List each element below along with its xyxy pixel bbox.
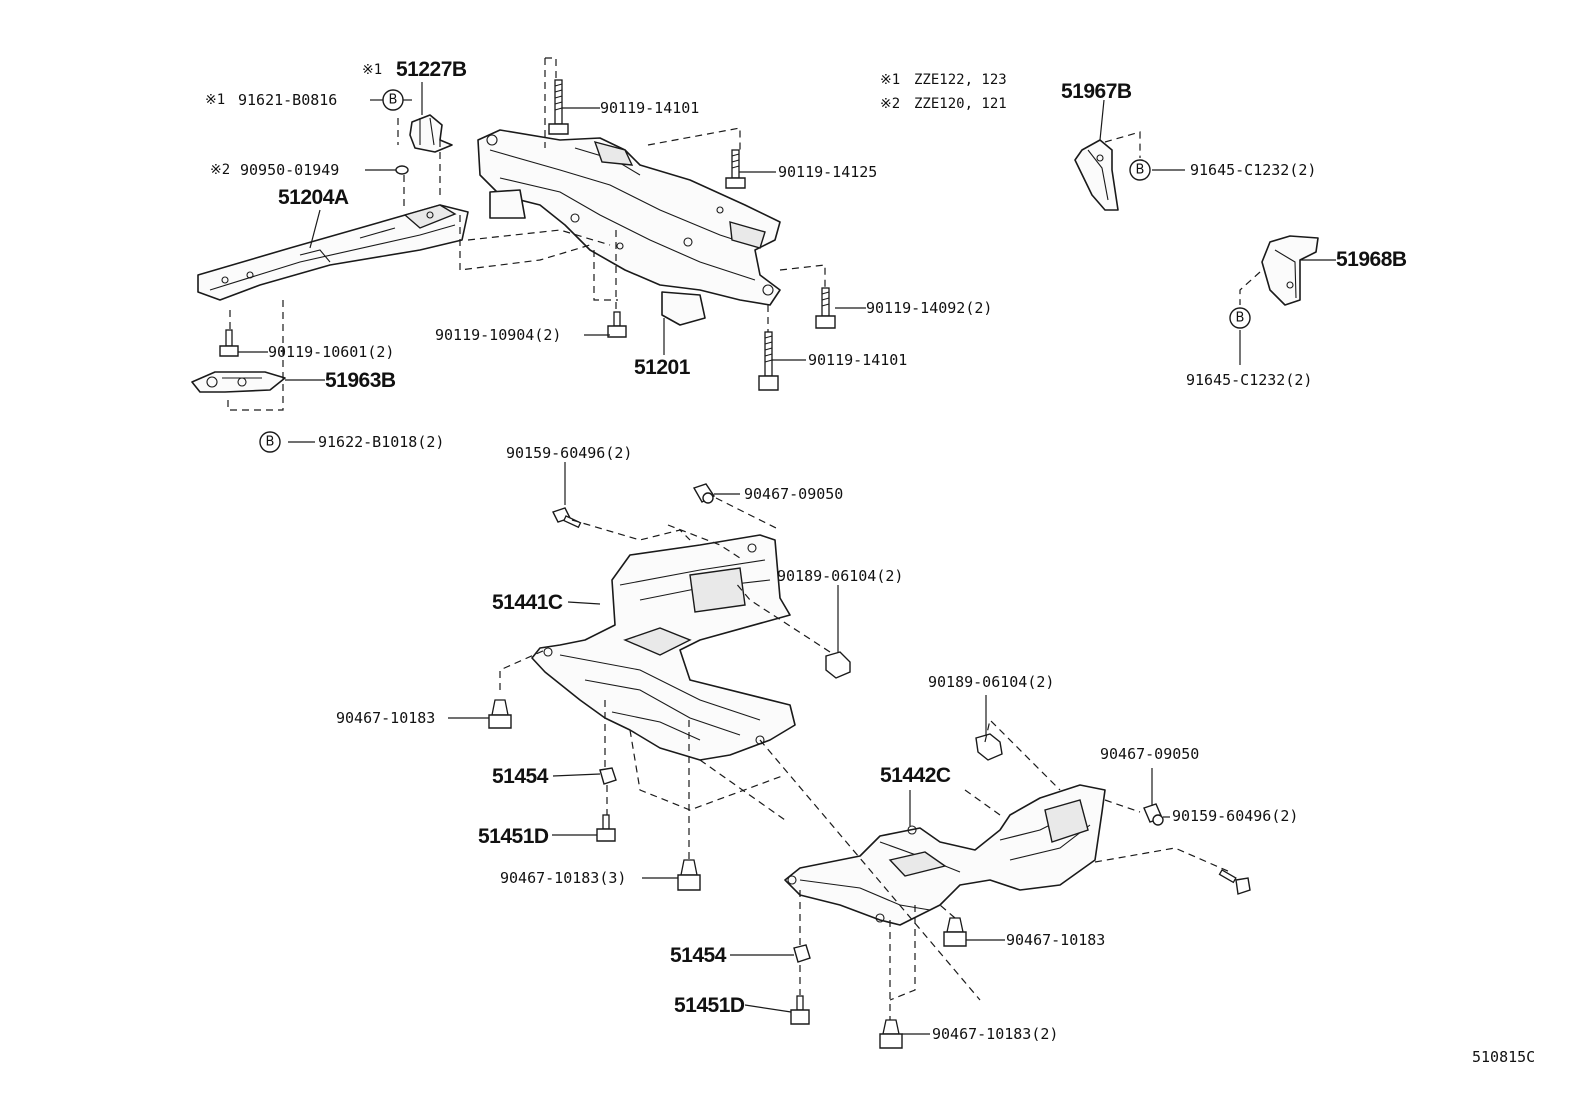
label-90119-10904[interactable]: 90119-10904(2)	[435, 326, 561, 344]
bolt-90119-10904-drawing	[607, 311, 627, 338]
clip-90467-10183-a-drawing	[488, 699, 512, 729]
label-90467-10183-b[interactable]: 90467-10183	[1006, 931, 1105, 949]
label-90119-14125[interactable]: 90119-14125	[778, 163, 877, 181]
svg-text:B: B	[1236, 311, 1245, 326]
label-91645-C1232-b[interactable]: 91645-C1232(2)	[1186, 371, 1312, 389]
label-90189-06104-a[interactable]: 90189-06104(2)	[777, 567, 903, 585]
label-90119-14092[interactable]: 90119-14092(2)	[866, 299, 992, 317]
nut-51454-b-drawing	[793, 944, 811, 963]
bracket-51967B-drawing	[1074, 139, 1119, 211]
clip-90467-10183-3-drawing	[677, 859, 701, 891]
bolt-90119-14125-drawing	[725, 149, 746, 189]
part-labels: ※1 51227B ※1 91621-B0816 ※2 90950-01949 …	[205, 58, 1407, 1043]
note-1-text: ZZE122, 123	[914, 72, 1007, 88]
callout-b-2: B	[259, 431, 281, 453]
note-1-mark: ※1	[880, 72, 900, 88]
label-91621-B0816[interactable]: 91621-B0816	[238, 91, 337, 109]
screw-90159-b-drawing	[1218, 869, 1251, 895]
cover-51441C-drawing	[531, 534, 796, 761]
bracket-51968B-drawing	[1261, 235, 1319, 306]
label-51454-b[interactable]: 51454	[670, 944, 727, 967]
bolt-90119-14101-bottom-drawing	[758, 331, 779, 391]
nut-51454-a-drawing	[599, 767, 617, 785]
label-90467-10183-2[interactable]: 90467-10183(2)	[932, 1025, 1058, 1043]
label-90467-09050-b[interactable]: 90467-09050	[1100, 745, 1199, 763]
label-51227B[interactable]: 51227B	[396, 58, 467, 81]
diagram-reference-code: 510815C	[1472, 1048, 1535, 1066]
leader-lines	[238, 82, 1336, 1035]
label-51968B[interactable]: 51968B	[1336, 248, 1407, 271]
clip-90467-10183-b-drawing	[943, 917, 967, 947]
svg-text:B: B	[1136, 163, 1145, 178]
label-51451D-b[interactable]: 51451D	[674, 994, 745, 1017]
label-90950-mark: ※2	[210, 162, 230, 178]
label-51227B-mark: ※1	[362, 62, 382, 78]
bolt-51451D-b-drawing	[790, 995, 810, 1025]
clip-90467-09050-a-drawing	[692, 483, 716, 504]
label-51963B[interactable]: 51963B	[325, 369, 396, 392]
label-51454-a[interactable]: 51454	[492, 765, 549, 788]
nut-90189-a-drawing	[825, 651, 851, 679]
label-90189-06104-b[interactable]: 90189-06104(2)	[928, 673, 1054, 691]
callout-b-3: B	[1129, 159, 1151, 181]
grommet-90950-drawing	[395, 165, 409, 175]
label-51451D-a[interactable]: 51451D	[478, 825, 549, 848]
svg-text:B: B	[266, 435, 275, 450]
label-90467-10183-a[interactable]: 90467-10183	[336, 709, 435, 727]
label-90950-01949[interactable]: 90950-01949	[240, 161, 339, 179]
label-90119-10601[interactable]: 90119-10601(2)	[268, 343, 394, 361]
note-2-mark: ※2	[880, 96, 900, 112]
cover-51442C-drawing	[784, 784, 1106, 926]
bolt-90119-14101-top-drawing	[548, 79, 569, 135]
crossmember-51201-drawing	[477, 129, 781, 326]
clip-90467-10183-2-drawing	[879, 1019, 903, 1049]
note-2-text: ZZE120, 121	[914, 96, 1007, 112]
label-51442C[interactable]: 51442C	[880, 764, 951, 787]
callout-b-1: B	[382, 89, 404, 111]
bracket-51963B-drawing	[191, 371, 286, 393]
bolt-90119-10601-drawing	[219, 329, 239, 357]
label-90159-60496-b[interactable]: 90159-60496(2)	[1172, 807, 1298, 825]
bolt-90119-14092-drawing	[815, 287, 836, 329]
label-90159-60496-a[interactable]: 90159-60496(2)	[506, 444, 632, 462]
label-91622-B1018[interactable]: 91622-B1018(2)	[318, 433, 444, 451]
screw-90159-a-drawing	[552, 507, 582, 529]
clip-90467-09050-b-drawing	[1143, 803, 1164, 826]
bracket-51227B-drawing	[409, 114, 453, 153]
callout-b-4: B	[1229, 307, 1251, 329]
label-90467-09050-a[interactable]: 90467-09050	[744, 485, 843, 503]
svg-text:B: B	[389, 93, 398, 108]
label-91621-mark: ※1	[205, 92, 225, 108]
model-notes: ※1 ZZE122, 123 ※2 ZZE120, 121	[880, 72, 1007, 112]
label-90467-10183-3[interactable]: 90467-10183(3)	[500, 869, 626, 887]
label-51204A[interactable]: 51204A	[278, 186, 349, 209]
assembly-dashed-lines	[227, 57, 1261, 1020]
label-51441C[interactable]: 51441C	[492, 591, 563, 614]
label-90119-14101-bottom[interactable]: 90119-14101	[808, 351, 907, 369]
label-51201[interactable]: 51201	[634, 356, 691, 379]
bolt-51451D-a-drawing	[596, 814, 616, 842]
label-91645-C1232-a[interactable]: 91645-C1232(2)	[1190, 161, 1316, 179]
brace-51204A-drawing	[197, 204, 469, 301]
nut-90189-b-drawing	[975, 733, 1003, 761]
label-90119-14101-top[interactable]: 90119-14101	[600, 99, 699, 117]
label-51967B[interactable]: 51967B	[1061, 80, 1132, 103]
